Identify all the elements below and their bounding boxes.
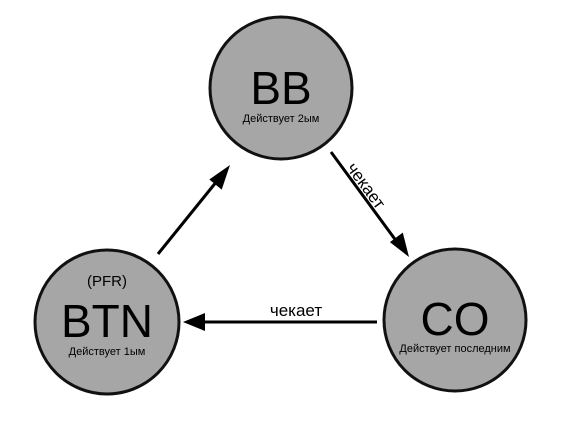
edge-bb-to-co-line [329, 151, 399, 243]
node-co-circle [382, 247, 528, 393]
node-btn-subtitle: Действует 1ым [69, 346, 146, 358]
node-bb-title: BB [250, 62, 311, 114]
node-co-subtitle: Действует последним [399, 343, 510, 355]
edge-bb-to-co-arrowhead [389, 232, 409, 257]
edge-bb-to-co: чекает [329, 151, 409, 257]
edge-bb-to-co-label: чекает [343, 159, 389, 213]
node-bb-subtitle: Действует 2ым [243, 113, 320, 125]
edge-co-to-btn: чекает [183, 301, 377, 331]
edge-btn-to-bb [156, 165, 230, 255]
node-co-title: CO [421, 293, 490, 345]
node-btn-prefix: (PFR) [87, 273, 127, 290]
node-co: CO Действует последним [382, 247, 528, 393]
edge-co-to-btn-arrowhead [183, 313, 205, 331]
edge-btn-to-bb-line [156, 180, 219, 255]
node-btn-circle [33, 248, 181, 396]
edge-btn-to-bb-arrowhead [209, 165, 230, 190]
node-bb: BB Действует 2ым [208, 15, 354, 161]
node-btn-title: BTN [61, 295, 153, 347]
edge-co-to-btn-label: чекает [270, 301, 322, 320]
node-bb-circle [208, 15, 354, 161]
node-btn: (PFR) BTN Действует 1ым [33, 248, 181, 396]
